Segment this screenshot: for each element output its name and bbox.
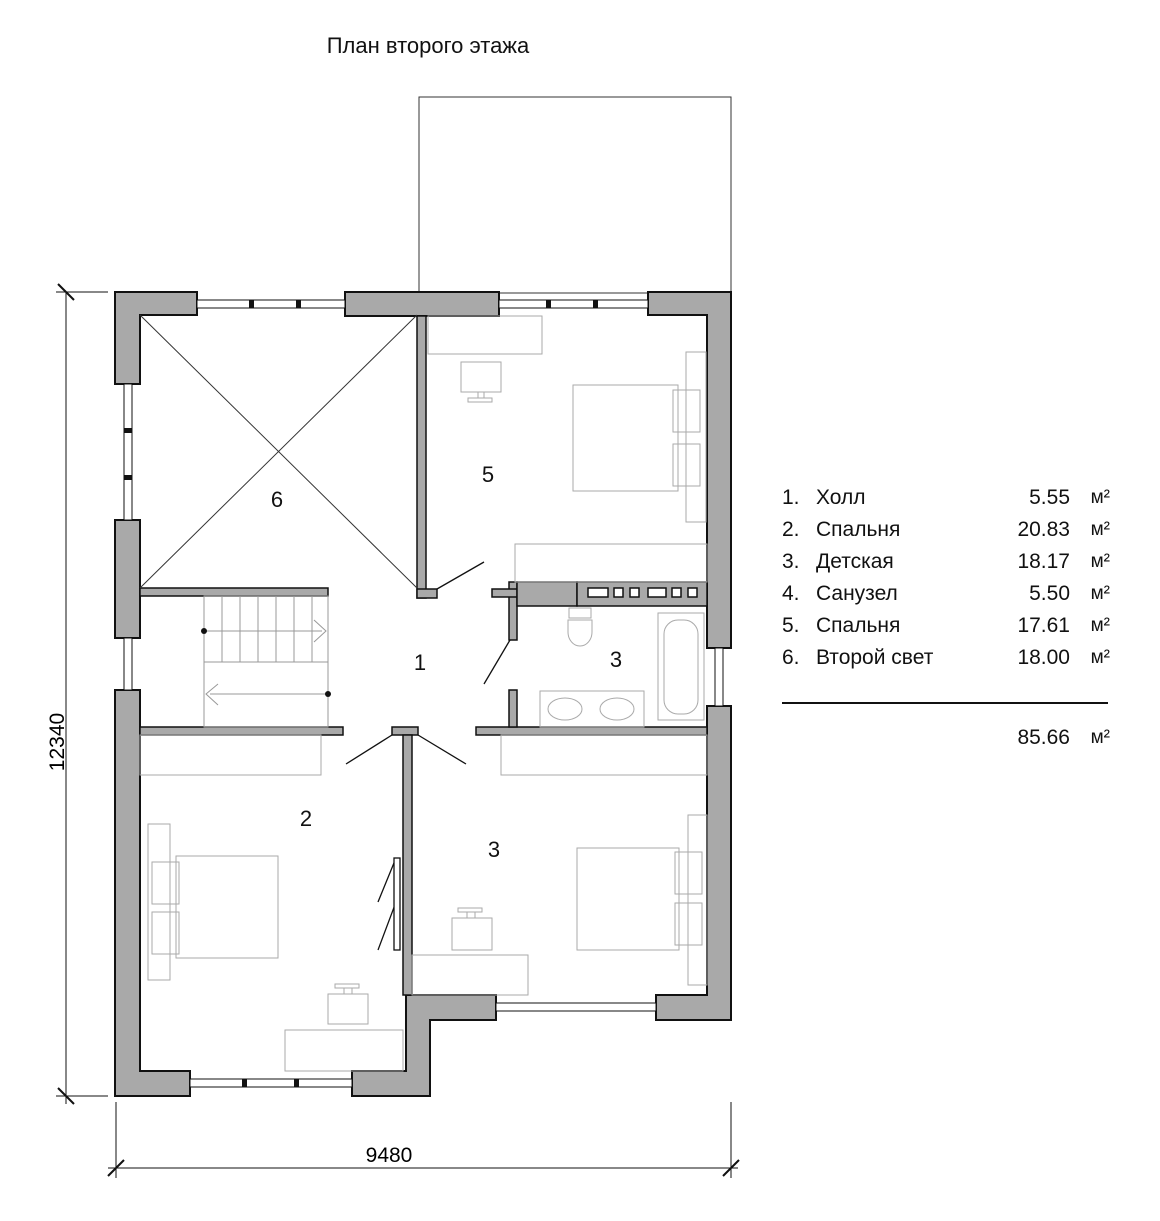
exterior-walls bbox=[114, 291, 732, 1097]
legend-name: Холл bbox=[816, 486, 866, 509]
legend-num: 3. bbox=[782, 550, 800, 573]
legend-area: 20.83 bbox=[1017, 518, 1070, 541]
legend-num: 6. bbox=[782, 646, 800, 669]
legend-name: Детская bbox=[816, 550, 894, 573]
room-label-second-light: 6 bbox=[271, 487, 283, 512]
legend-name: Второй свет bbox=[816, 646, 934, 669]
doors bbox=[345, 561, 511, 951]
legend-unit: м² bbox=[1090, 727, 1110, 748]
legend-name: Спальня bbox=[816, 518, 901, 541]
legend-unit: м² bbox=[1090, 583, 1110, 604]
legend-area: 17.61 bbox=[1017, 614, 1070, 637]
legend-total-row: 85.66 м² bbox=[782, 724, 1112, 756]
legend-total-area: 85.66 bbox=[1017, 726, 1070, 749]
legend-area: 18.00 bbox=[1017, 646, 1070, 669]
room-label-bedroom-5: 5 bbox=[482, 462, 494, 487]
staircase bbox=[203, 595, 329, 728]
bathroom-vents bbox=[587, 587, 698, 598]
legend-area: 5.50 bbox=[1029, 582, 1070, 605]
room-label-kids: 3 bbox=[488, 837, 500, 862]
stair-dot-bottom bbox=[325, 691, 331, 697]
legend-row: 3. Детская 18.17 м² bbox=[782, 548, 1112, 580]
legend-num: 2. bbox=[782, 518, 800, 541]
legend-row: 2. Спальня 20.83 м² bbox=[782, 516, 1112, 548]
legend-area: 5.55 bbox=[1029, 486, 1070, 509]
room-label-bathroom: 3 bbox=[610, 647, 622, 672]
legend-unit: м² bbox=[1090, 615, 1110, 636]
dimension-lines bbox=[56, 283, 740, 1178]
room-label-bedroom-2: 2 bbox=[300, 806, 312, 831]
second-light-void bbox=[139, 314, 418, 589]
legend-row: 5. Спальня 17.61 м² bbox=[782, 612, 1112, 644]
legend-area: 18.17 bbox=[1017, 550, 1070, 573]
legend-num: 4. bbox=[782, 582, 800, 605]
legend-row: 1. Холл 5.55 м² bbox=[782, 484, 1112, 516]
room-label-hall: 1 bbox=[414, 650, 426, 675]
legend-num: 1. bbox=[782, 486, 800, 509]
plan-title: План второго этажа bbox=[326, 33, 530, 58]
legend-row: 6. Второй свет 18.00 м² bbox=[782, 644, 1112, 676]
stair-dot-top bbox=[201, 628, 207, 634]
legend-unit: м² bbox=[1090, 647, 1110, 668]
window-marks bbox=[124, 300, 598, 1087]
room-legend: 1. Холл 5.55 м² 2. Спальня 20.83 м² 3. Д… bbox=[782, 484, 1112, 749]
balcony-outline bbox=[418, 96, 732, 294]
height-dimension: 12340 bbox=[46, 713, 69, 771]
legend-name: Санузел bbox=[816, 582, 898, 605]
furniture bbox=[139, 315, 708, 1072]
windows bbox=[123, 299, 724, 1088]
legend-unit: м² bbox=[1090, 551, 1110, 572]
legend-unit: м² bbox=[1090, 519, 1110, 540]
legend-num: 5. bbox=[782, 614, 800, 637]
legend-name: Спальня bbox=[816, 614, 901, 637]
legend-row: 4. Санузел 5.50 м² bbox=[782, 580, 1112, 612]
width-dimension: 9480 bbox=[366, 1144, 413, 1167]
legend-divider bbox=[782, 702, 1108, 704]
legend-unit: м² bbox=[1090, 487, 1110, 508]
